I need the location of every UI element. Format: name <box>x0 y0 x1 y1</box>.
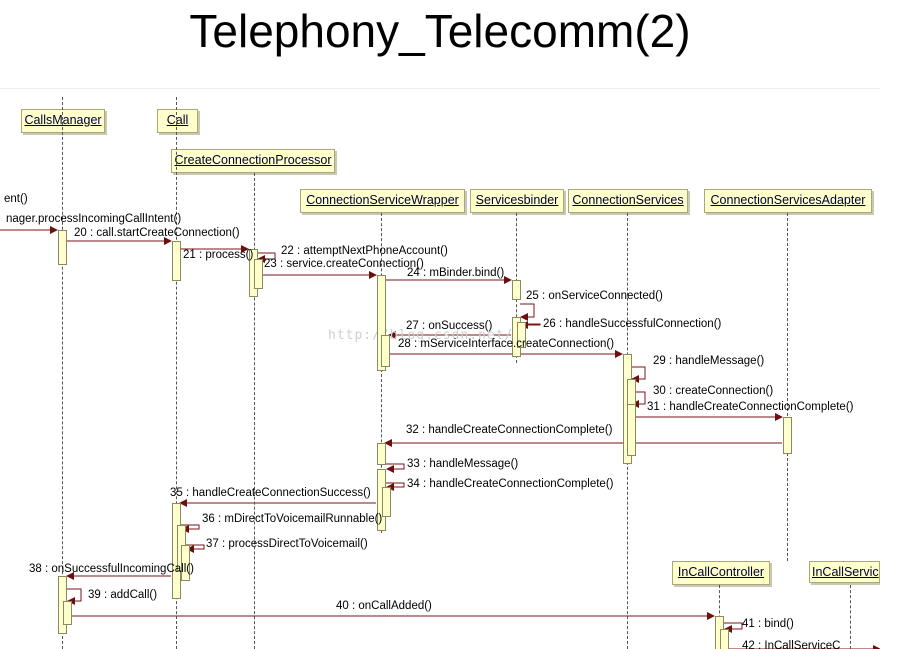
activation-bar <box>63 601 72 625</box>
lifeline-header-connection-services: ConnectionServices <box>568 189 688 213</box>
message-label: 41 : bind() <box>742 618 794 630</box>
message-label: 20 : call.startCreateConnection() <box>74 227 240 239</box>
self-message-arrow <box>631 366 646 383</box>
activation-bar <box>58 230 67 265</box>
message-label: 24 : mBinder.bind() <box>407 267 505 279</box>
activation-bar <box>517 322 526 348</box>
message-label: 40 : onCallAdded() <box>336 600 432 612</box>
lifeline-call <box>176 97 177 649</box>
message-label: 39 : addCall() <box>88 589 158 601</box>
message-label: nager.processIncomingCallIntent() <box>6 213 182 225</box>
activation-bar <box>783 417 792 454</box>
message-label: 30 : createConnection() <box>653 385 774 397</box>
message-label: 34 : handleCreateConnectionComplete() <box>407 478 614 490</box>
lifeline-connection-services-adapter <box>787 213 788 561</box>
message-label: 37 : processDirectToVoicemail() <box>206 538 368 550</box>
message-label: 25 : onServiceConnected() <box>526 290 663 302</box>
message-arrows <box>0 226 880 649</box>
lifeline-create-connection-processor <box>254 173 255 649</box>
message-label: 21 : process() <box>183 249 254 261</box>
message-label: 32 : handleCreateConnectionComplete() <box>406 424 613 436</box>
activation-bar <box>377 443 386 465</box>
self-message-arrow <box>67 588 82 605</box>
message-label: 35 : handleCreateConnectionSuccess() <box>170 487 371 499</box>
activation-bar <box>627 404 636 456</box>
lifeline-header-connection-service-wrapper: ConnectionServiceWrapper <box>300 189 465 213</box>
message-label: ent() <box>4 193 28 205</box>
activation-bar <box>720 629 729 649</box>
self-message-arrow <box>724 622 743 633</box>
activation-bar <box>254 259 263 289</box>
lifeline-header-in-call-service: InCallServic <box>809 561 880 583</box>
sequence-diagram: http://blog.csdn.net/ CallsManager Call … <box>0 88 880 649</box>
activation-bar <box>172 241 181 281</box>
self-message-arrow <box>386 482 405 491</box>
message-label: 33 : handleMessage() <box>407 458 519 470</box>
activation-bar <box>381 335 390 367</box>
self-message-arrow <box>181 524 200 533</box>
watermark: http://blog.csdn.net/ <box>328 328 514 343</box>
self-message-arrow <box>520 321 541 329</box>
activation-bar <box>377 275 386 371</box>
page-title: Telephony_Telecomm(2) <box>189 5 691 57</box>
lifeline-header-in-call-controller: InCallController <box>672 561 770 585</box>
message-label: 23 : service.createConnection() <box>264 258 424 270</box>
activation-bar <box>181 545 190 581</box>
self-message-arrow <box>386 463 405 473</box>
message-label: 42 : InCallServiceC <box>742 640 841 649</box>
lifeline-header-services-binder: Servicesbinder <box>470 189 564 213</box>
lifeline-header-connection-services-adapter: ConnectionServicesAdapter <box>704 189 872 213</box>
message-label: 26 : handleSuccessfulConnection() <box>543 318 722 330</box>
message-label: 31 : handleCreateConnectionComplete() <box>647 401 854 413</box>
activation-bar <box>512 280 521 300</box>
message-label: 27 : onSuccess() <box>406 320 493 332</box>
message-label: 36 : mDirectToVoicemailRunnable() <box>202 513 383 525</box>
activation-bar <box>382 487 391 517</box>
lifeline-in-call-service <box>850 585 851 649</box>
message-label: 29 : handleMessage() <box>653 355 765 367</box>
self-message-arrow <box>631 391 646 408</box>
lifeline-header-calls-manager: CallsManager <box>21 109 105 133</box>
lifeline-calls-manager <box>62 97 63 649</box>
lifeline-header-call: Call <box>157 109 198 133</box>
self-message-arrow <box>520 303 535 321</box>
self-message-arrow <box>186 544 205 553</box>
message-label: 28 : mServiceInterface.createConnection(… <box>398 338 615 350</box>
lifeline-header-create-connection-processor: CreateConnectionProcessor <box>171 149 335 173</box>
self-message-arrow <box>257 252 276 263</box>
message-label: 22 : attemptNextPhoneAccount() <box>281 245 448 257</box>
message-label: 38 : onSuccessfulIncomingCall() <box>29 563 194 575</box>
lifeline-connection-service-wrapper <box>381 213 382 533</box>
